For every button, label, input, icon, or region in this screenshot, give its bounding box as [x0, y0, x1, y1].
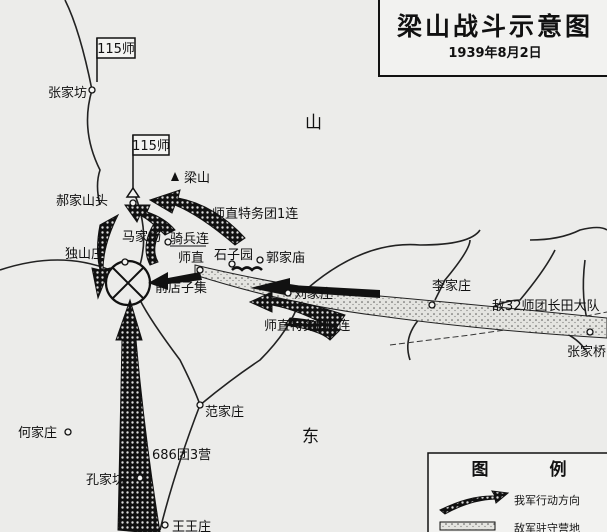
arrow-majiayang: [145, 221, 163, 266]
arrow-tewu-2: [248, 291, 346, 331]
map-label: 张家坊: [48, 85, 87, 101]
map-label: 东: [302, 427, 319, 447]
map-title: 梁山战斗示意图: [396, 12, 593, 41]
map-label: 孔家坊: [86, 472, 125, 488]
map-label: 686团3营: [152, 448, 211, 463]
map-label: 师直特务团2连: [264, 318, 350, 334]
map-label: 范家庄: [205, 404, 244, 420]
arrow-tewu-2-trail: [284, 317, 341, 341]
mountain-peak-icon: [171, 172, 179, 181]
map-label: 李家庄: [432, 278, 471, 294]
flag-label: 115师: [132, 139, 170, 154]
legend-arrow-icon: [439, 490, 510, 515]
legend-item-our-army: 我军行动方向: [514, 493, 580, 507]
map-label: 骑兵连: [170, 231, 209, 247]
arrow-686-3rd-battalion: [115, 298, 161, 532]
enemy-trench: [231, 266, 263, 272]
legend: 图 例 我军行动方向 敌军驻守营地: [427, 452, 607, 532]
arrow-liujiazhuang: [250, 278, 380, 298]
map-label: 山: [305, 113, 322, 133]
map-label: 王王庄: [172, 519, 211, 532]
map-label: 石子园: [214, 248, 253, 263]
village-markers: [64, 86, 594, 529]
map-label: 郭家庙: [266, 250, 305, 266]
arrow-shizhi: [148, 272, 202, 290]
map-label: 师直特务团1连: [212, 206, 298, 222]
flag-115-division-north: 115师: [96, 37, 136, 82]
map-label: 敌32师团长田大队: [492, 299, 600, 314]
map-label: 张家桥: [567, 344, 606, 360]
qiandianziji-enemy-camp: [104, 259, 152, 307]
map-label: 马家杨: [122, 229, 161, 245]
unit-labels: 师直特务团1连 骑兵连 师直 师直特务团2连 敌32师团长田大队 686团3营: [152, 206, 600, 463]
map-label: 刘家庄: [294, 286, 333, 302]
map-label: 师直: [178, 251, 204, 266]
flag-label: 115师: [97, 42, 135, 57]
map-label: 独山庄: [65, 246, 104, 262]
map-label: 梁山: [184, 171, 210, 186]
flag-115-division-hq: 115师: [125, 134, 170, 198]
legend-item-enemy: 敌军驻守营地: [514, 521, 580, 532]
map-label: 何家庄: [18, 425, 57, 441]
map-date: 1939年8月2日: [448, 45, 541, 61]
map-label: 郝家山头: [56, 193, 108, 209]
place-labels: 张家坊 梁山 郝家山头 马家杨 独山庄 石子园 郭家庙 前店子集 刘家庄 李家庄…: [18, 85, 606, 532]
arrow-tewu-1: [148, 189, 246, 246]
command-post-icon: [125, 186, 141, 198]
army-arrows: [91, 189, 380, 532]
legend-enemy-icon: [439, 521, 496, 531]
map-label: 前店子集: [155, 280, 207, 296]
arrow-west: [91, 213, 120, 300]
title-box: 梁山战斗示意图 1939年8月2日: [378, 0, 607, 77]
legend-title: 图: [472, 460, 489, 480]
legend-title: 例: [550, 459, 567, 480]
